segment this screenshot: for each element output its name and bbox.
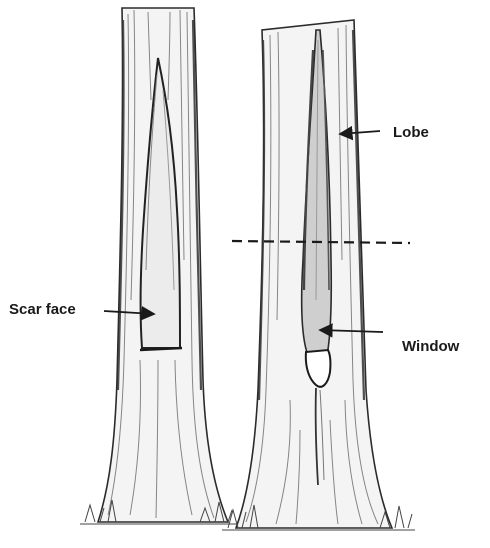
dashed-reference-line [232,241,410,243]
right-tree-trunk [222,20,415,530]
lobe-label: Lobe [393,124,429,141]
window-label: Window [402,338,459,355]
left-tree-trunk [80,8,240,524]
scar-face-label: Scar face [9,301,76,318]
